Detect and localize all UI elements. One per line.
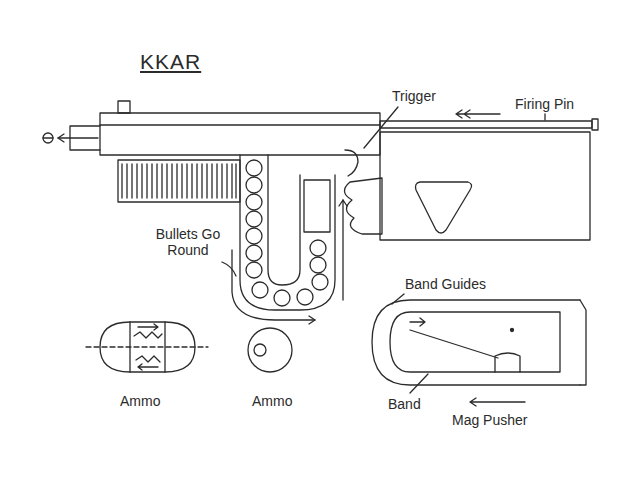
motion-arrow xyxy=(456,110,500,118)
projectile-symbol xyxy=(43,137,53,138)
ammo-arrow xyxy=(138,364,158,370)
flow-arrow xyxy=(309,316,315,324)
ammo-band xyxy=(130,322,165,372)
receiver xyxy=(100,113,380,155)
ammo-end xyxy=(248,328,292,372)
leader-line xyxy=(222,262,236,276)
direction-arrow xyxy=(58,134,64,142)
ammo-hole xyxy=(254,344,266,356)
trigger-guard xyxy=(304,180,330,232)
mag-end xyxy=(580,300,586,385)
bullet xyxy=(246,262,262,278)
projectile-symbol xyxy=(43,133,53,143)
part-label: Mag Pusher xyxy=(452,412,527,428)
bullet xyxy=(312,274,328,290)
mag-pusher xyxy=(495,353,520,372)
firing-pin-rod xyxy=(380,121,592,128)
pin-dot xyxy=(511,329,514,332)
handguard xyxy=(118,160,240,202)
barrel xyxy=(70,126,100,150)
bullet xyxy=(310,257,326,273)
pusher-arrow xyxy=(470,398,525,406)
direction-arrow xyxy=(58,137,98,138)
flow-arrow xyxy=(339,200,347,206)
part-label: Band Guides xyxy=(405,276,486,292)
bullet xyxy=(274,290,290,306)
pistol-grip xyxy=(344,178,382,234)
leader-line xyxy=(364,107,398,148)
front-sight xyxy=(118,101,130,113)
stock xyxy=(380,132,590,240)
bullet xyxy=(310,240,326,256)
magazine-outer xyxy=(240,155,335,310)
center-line xyxy=(86,346,208,347)
grille-lines xyxy=(122,164,236,198)
bullet xyxy=(246,211,262,227)
bullet xyxy=(297,289,313,305)
magazine-inner xyxy=(268,155,300,285)
firing-pin-end xyxy=(592,119,598,130)
part-label: Ammo xyxy=(252,393,292,409)
bullet xyxy=(246,194,262,210)
ammo-arrow xyxy=(138,324,158,330)
band-guide-inner xyxy=(390,312,560,372)
band-arrow xyxy=(410,318,425,326)
part-label: Ammo xyxy=(120,393,160,409)
receiver-line xyxy=(100,124,380,125)
band-guide-outer xyxy=(372,300,580,385)
band xyxy=(410,330,498,358)
part-label: Band xyxy=(388,396,421,412)
bullet xyxy=(246,228,262,244)
bullet xyxy=(246,245,262,261)
part-label: Trigger xyxy=(392,88,436,104)
bullet xyxy=(246,160,262,176)
flow-arrow xyxy=(232,250,315,320)
trigger xyxy=(345,150,358,176)
bullet xyxy=(252,282,268,298)
leader-line xyxy=(392,294,404,304)
leader-line xyxy=(544,114,545,120)
leader-line xyxy=(410,374,428,393)
stock-hole xyxy=(416,182,472,233)
part-label: Bullets Go Round xyxy=(148,226,228,258)
diagram-title: KKAR xyxy=(140,50,201,74)
ammo-teeth xyxy=(134,332,162,338)
bullet xyxy=(246,177,262,193)
flow-arrow xyxy=(342,200,343,300)
part-label: Firing Pin xyxy=(515,96,574,112)
ammo-teeth xyxy=(136,356,160,362)
